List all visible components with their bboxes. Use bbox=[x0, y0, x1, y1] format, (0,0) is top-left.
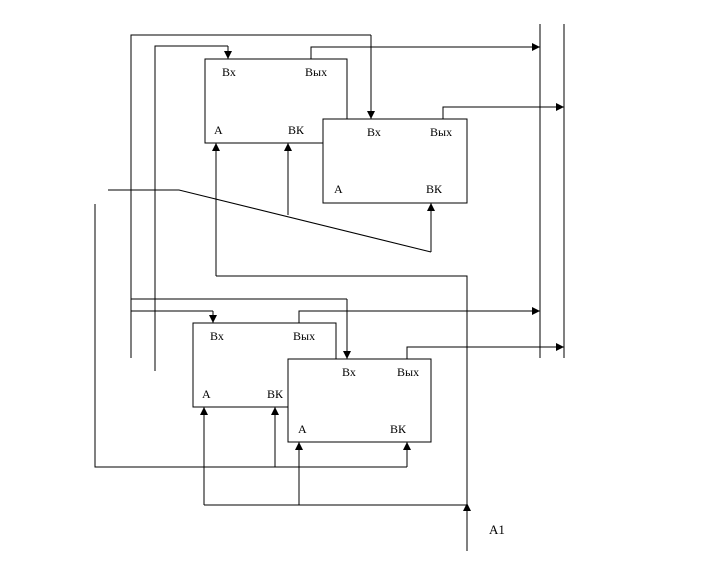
wire-block-3-out bbox=[298, 307, 540, 323]
block-2: Вх Вых А ВК bbox=[322, 118, 468, 204]
wire-control-slant bbox=[108, 189, 432, 253]
signal-a1-label: А1 bbox=[489, 522, 505, 537]
block-1-out-label: Вых bbox=[305, 65, 327, 79]
block-4-out-label: Вых bbox=[397, 365, 419, 379]
wire-block-1-out bbox=[310, 43, 540, 59]
block-4-vk-label: ВК bbox=[390, 422, 407, 436]
block-4-a-label: А bbox=[298, 422, 307, 436]
block-3-out-label: Вых bbox=[293, 329, 315, 343]
block-2-vk-label: ВК bbox=[426, 182, 443, 196]
block-2-frame bbox=[322, 118, 468, 204]
wire-top-left-inner bbox=[154, 45, 228, 371]
block-4-frame bbox=[287, 358, 432, 443]
block-3-in-label: Вх bbox=[210, 329, 224, 343]
block-1-vk-label: ВК bbox=[288, 123, 305, 137]
block-2-out-label: Вых bbox=[430, 125, 452, 139]
block-4: Вх Вых А ВК bbox=[287, 358, 432, 443]
wire-top-left-outer bbox=[130, 34, 371, 358]
block-1: Вх Вых А ВК bbox=[204, 58, 348, 144]
block-4-in-label: Вх bbox=[342, 365, 356, 379]
block-2-in-label: Вх bbox=[367, 125, 381, 139]
block-1-a-label: А bbox=[214, 123, 223, 137]
wire-lower-control bbox=[94, 204, 407, 468]
block-3-a-label: А bbox=[202, 387, 211, 401]
wire-block-4-out bbox=[406, 343, 564, 359]
block-3-vk-label: ВК bbox=[267, 387, 284, 401]
block-2-a-label: А bbox=[334, 182, 343, 196]
wire-block-2-out bbox=[442, 103, 564, 119]
block-1-in-label: Вх bbox=[222, 65, 236, 79]
wire-a1-upper bbox=[216, 275, 468, 505]
